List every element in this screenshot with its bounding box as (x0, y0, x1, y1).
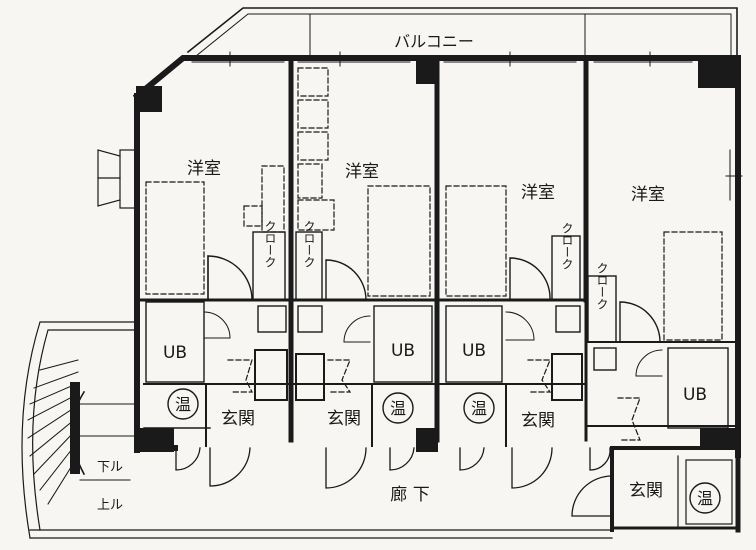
balcony-railing (186, 7, 738, 59)
room-label-unit4: 洋室 (631, 185, 665, 205)
entrance-label-unit3: 玄関 (521, 411, 555, 431)
entrance-label-unit2: 玄関 (327, 409, 361, 429)
side-window (97, 149, 137, 209)
bath-label-unit4: UB (683, 385, 707, 405)
room-label-unit1: 洋室 (187, 159, 221, 179)
exterior-wall (132, 55, 741, 458)
room-label-unit3: 洋室 (521, 183, 555, 203)
heater-label-unit3: 温 (471, 399, 487, 418)
staircase (27, 359, 138, 505)
heater-label-unit2: 温 (390, 399, 406, 418)
closet-label-unit2: クローク (302, 220, 316, 268)
entrance-label-unit4: 玄関 (629, 481, 663, 501)
heater-label-unit1: 温 (175, 395, 191, 414)
stairs-up-label: 上ル (97, 498, 123, 513)
closet-label-unit3: クローク (560, 222, 574, 270)
heater-label-unit4: 温 (697, 489, 713, 508)
bath-label-unit3: UB (462, 341, 486, 361)
corridor-label: 廊 下 (390, 485, 429, 505)
closet-label-unit4: クローク (595, 262, 609, 310)
balcony-railing-inner (195, 13, 732, 59)
entrance-label-unit1: 玄関 (221, 409, 255, 429)
closet-label-unit1: クローク (263, 220, 277, 268)
bath-label-unit2: UB (391, 341, 415, 361)
room-label-unit2: 洋室 (345, 162, 379, 182)
balcony-label: バルコニー (394, 32, 474, 51)
stairs-down-label: 下ル (97, 460, 123, 475)
bath-label-unit1: UB (163, 343, 187, 363)
